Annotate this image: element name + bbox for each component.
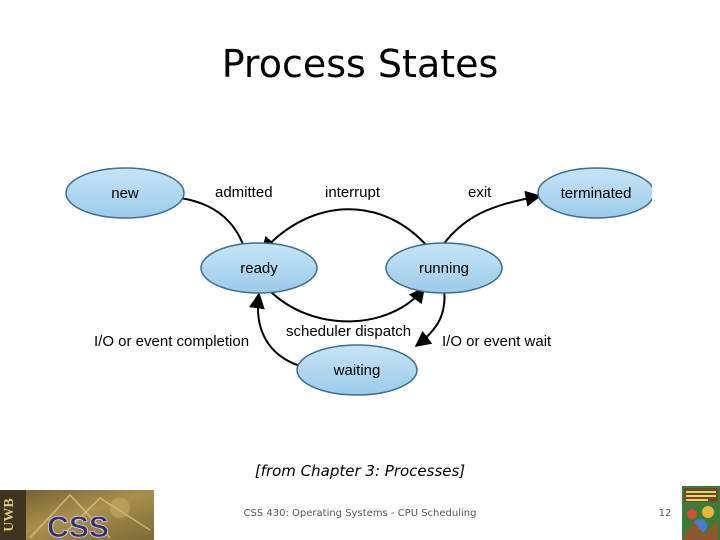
edge-scheduler-dispatch <box>266 286 425 323</box>
edge-io-completion <box>248 292 301 367</box>
label-scheduler-dispatch: scheduler dispatch <box>286 323 411 340</box>
process-state-diagram: new terminated ready running waiting adm… <box>65 167 652 396</box>
book-cover-image <box>682 486 720 540</box>
node-ready: ready <box>200 242 318 294</box>
slide-footer: CSS 430: Operating Systems - CPU Schedul… <box>243 508 477 519</box>
css-logo: UWB CSS <box>0 490 154 540</box>
slide-title: Process States <box>221 42 499 86</box>
label-io-wait: I/O or event wait <box>442 333 552 350</box>
edge-interrupt <box>260 208 433 254</box>
node-ready-label: ready <box>240 260 278 277</box>
node-waiting: waiting <box>296 344 418 396</box>
edge-io-wait <box>414 287 446 347</box>
edge-exit <box>437 190 542 253</box>
node-running-label: running <box>419 260 469 277</box>
label-exit: exit <box>468 184 492 201</box>
label-io-completion: I/O or event completion <box>94 333 249 350</box>
logo-text: CSS <box>47 511 109 540</box>
page-number: 12 <box>658 508 672 519</box>
node-running: running <box>385 242 503 294</box>
node-terminated: terminated <box>537 167 652 219</box>
node-waiting-label: waiting <box>333 362 381 379</box>
slide-caption: [from Chapter 3: Processes] <box>254 462 466 480</box>
label-admitted: admitted <box>215 184 273 201</box>
node-new: new <box>65 167 185 219</box>
logo-vertical-text: UWB <box>2 498 17 531</box>
node-new-label: new <box>111 185 139 202</box>
node-terminated-label: terminated <box>561 185 632 202</box>
label-interrupt: interrupt <box>325 184 381 201</box>
